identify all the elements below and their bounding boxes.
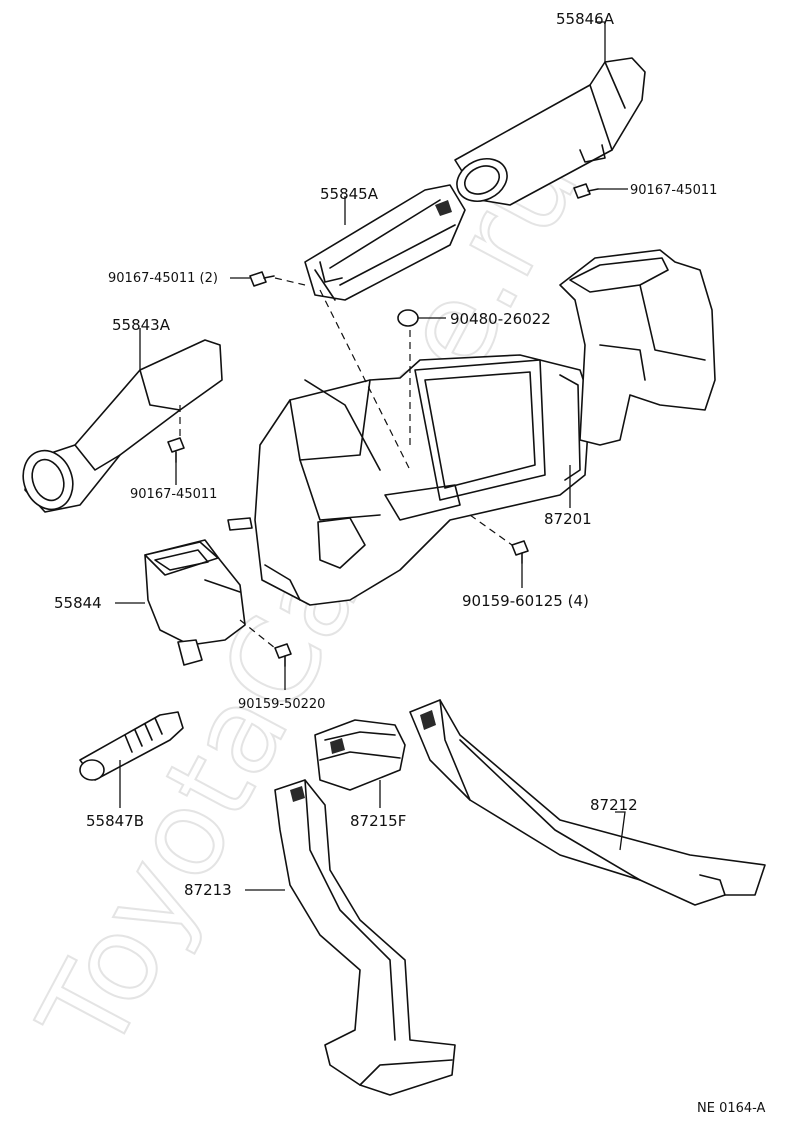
duct-87215f	[314, 719, 406, 791]
label-87215f: 87215F	[350, 812, 406, 830]
label-55843a: 55843A	[112, 316, 171, 334]
label-87201: 87201	[544, 510, 592, 528]
screw-90159-50220	[274, 643, 292, 667]
hose-55847b	[79, 711, 184, 781]
heater-unit	[227, 354, 591, 606]
label-90167-mid: 90167-45011 (2)	[108, 271, 218, 286]
label-87213: 87213	[184, 881, 232, 899]
duct-55845a	[304, 184, 466, 301]
label-55847b: 55847B	[86, 812, 144, 830]
grommet-90480	[397, 309, 419, 327]
label-90167-left: 90167-45011	[130, 487, 217, 502]
label-87212: 87212	[590, 796, 638, 814]
label-55845a: 55845A	[320, 185, 379, 203]
label-55846a: 55846A	[556, 10, 615, 28]
leader-lines	[115, 21, 628, 891]
case-87201	[559, 249, 716, 446]
duct-87213	[274, 779, 456, 1096]
label-90159-60125: 90159-60125 (4)	[462, 592, 589, 610]
assembly-lines	[179, 277, 513, 649]
footer-code: NE 0164-A	[697, 1101, 766, 1116]
label-90159-50220: 90159-50220	[238, 697, 325, 712]
duct-87212	[409, 699, 766, 906]
screw-90159-60125	[511, 540, 529, 564]
duct-55844	[144, 539, 246, 666]
label-90167-top: 90167-45011	[630, 183, 717, 198]
screw-90167-top	[573, 183, 599, 199]
screw-90167-mid	[249, 271, 275, 287]
duct-55843a	[22, 339, 223, 513]
duct-55846a	[454, 57, 646, 206]
label-55844: 55844	[54, 594, 102, 612]
screw-90167-left	[167, 437, 185, 463]
label-90480: 90480-26022	[450, 310, 551, 328]
